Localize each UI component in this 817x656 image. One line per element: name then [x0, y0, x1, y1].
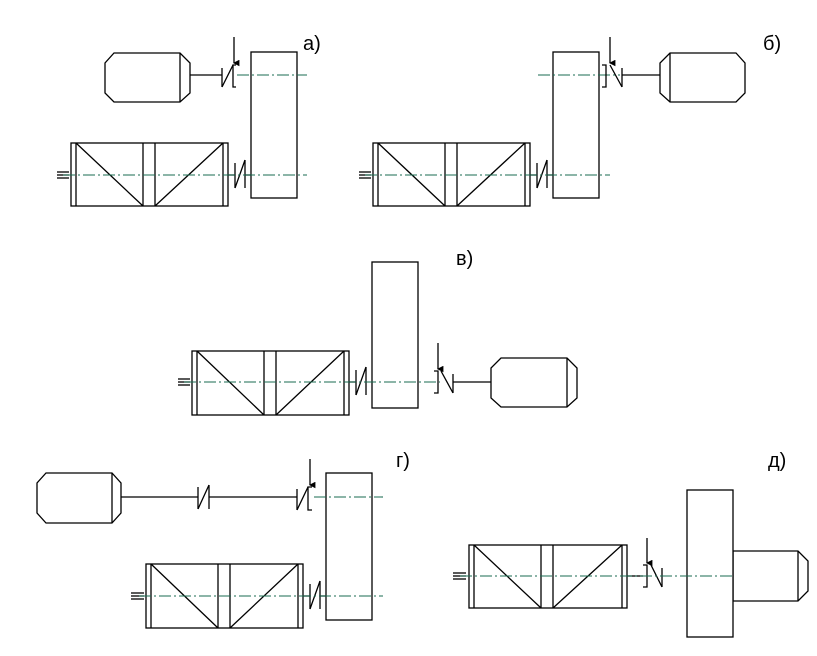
brake-coupling: [602, 37, 623, 88]
coupling: [349, 366, 367, 396]
brake-coupling: [627, 538, 663, 588]
scheme-v: в): [178, 248, 578, 416]
coupling: [303, 580, 326, 610]
gearbox: [371, 261, 419, 409]
scheme-label: а): [303, 33, 321, 55]
scheme-b: б): [359, 33, 781, 207]
coupling: [228, 159, 251, 189]
motor: [36, 472, 122, 524]
scheme-label: б): [763, 33, 781, 55]
motor: [732, 550, 809, 602]
gearbox: [250, 51, 298, 199]
scheme-label: в): [456, 248, 473, 270]
gearbox: [325, 472, 373, 621]
motor: [104, 52, 191, 103]
motor: [659, 52, 746, 103]
scheme-label: г): [396, 450, 410, 472]
brake-coupling: [296, 459, 316, 511]
motor: [490, 357, 578, 408]
scheme-d: д): [453, 450, 809, 638]
coupling: [530, 159, 553, 189]
scheme-a: а): [57, 33, 321, 207]
brake-coupling: [221, 37, 240, 88]
scheme-g: г): [36, 450, 410, 629]
intermediate-coupling: [197, 484, 210, 510]
gearbox: [686, 489, 734, 638]
scheme-label: д): [768, 450, 786, 472]
drum: [178, 350, 350, 416]
drum: [57, 142, 229, 207]
gearbox: [552, 51, 600, 199]
brake-coupling: [434, 343, 454, 394]
drum: [359, 142, 531, 207]
drum: [131, 563, 304, 629]
